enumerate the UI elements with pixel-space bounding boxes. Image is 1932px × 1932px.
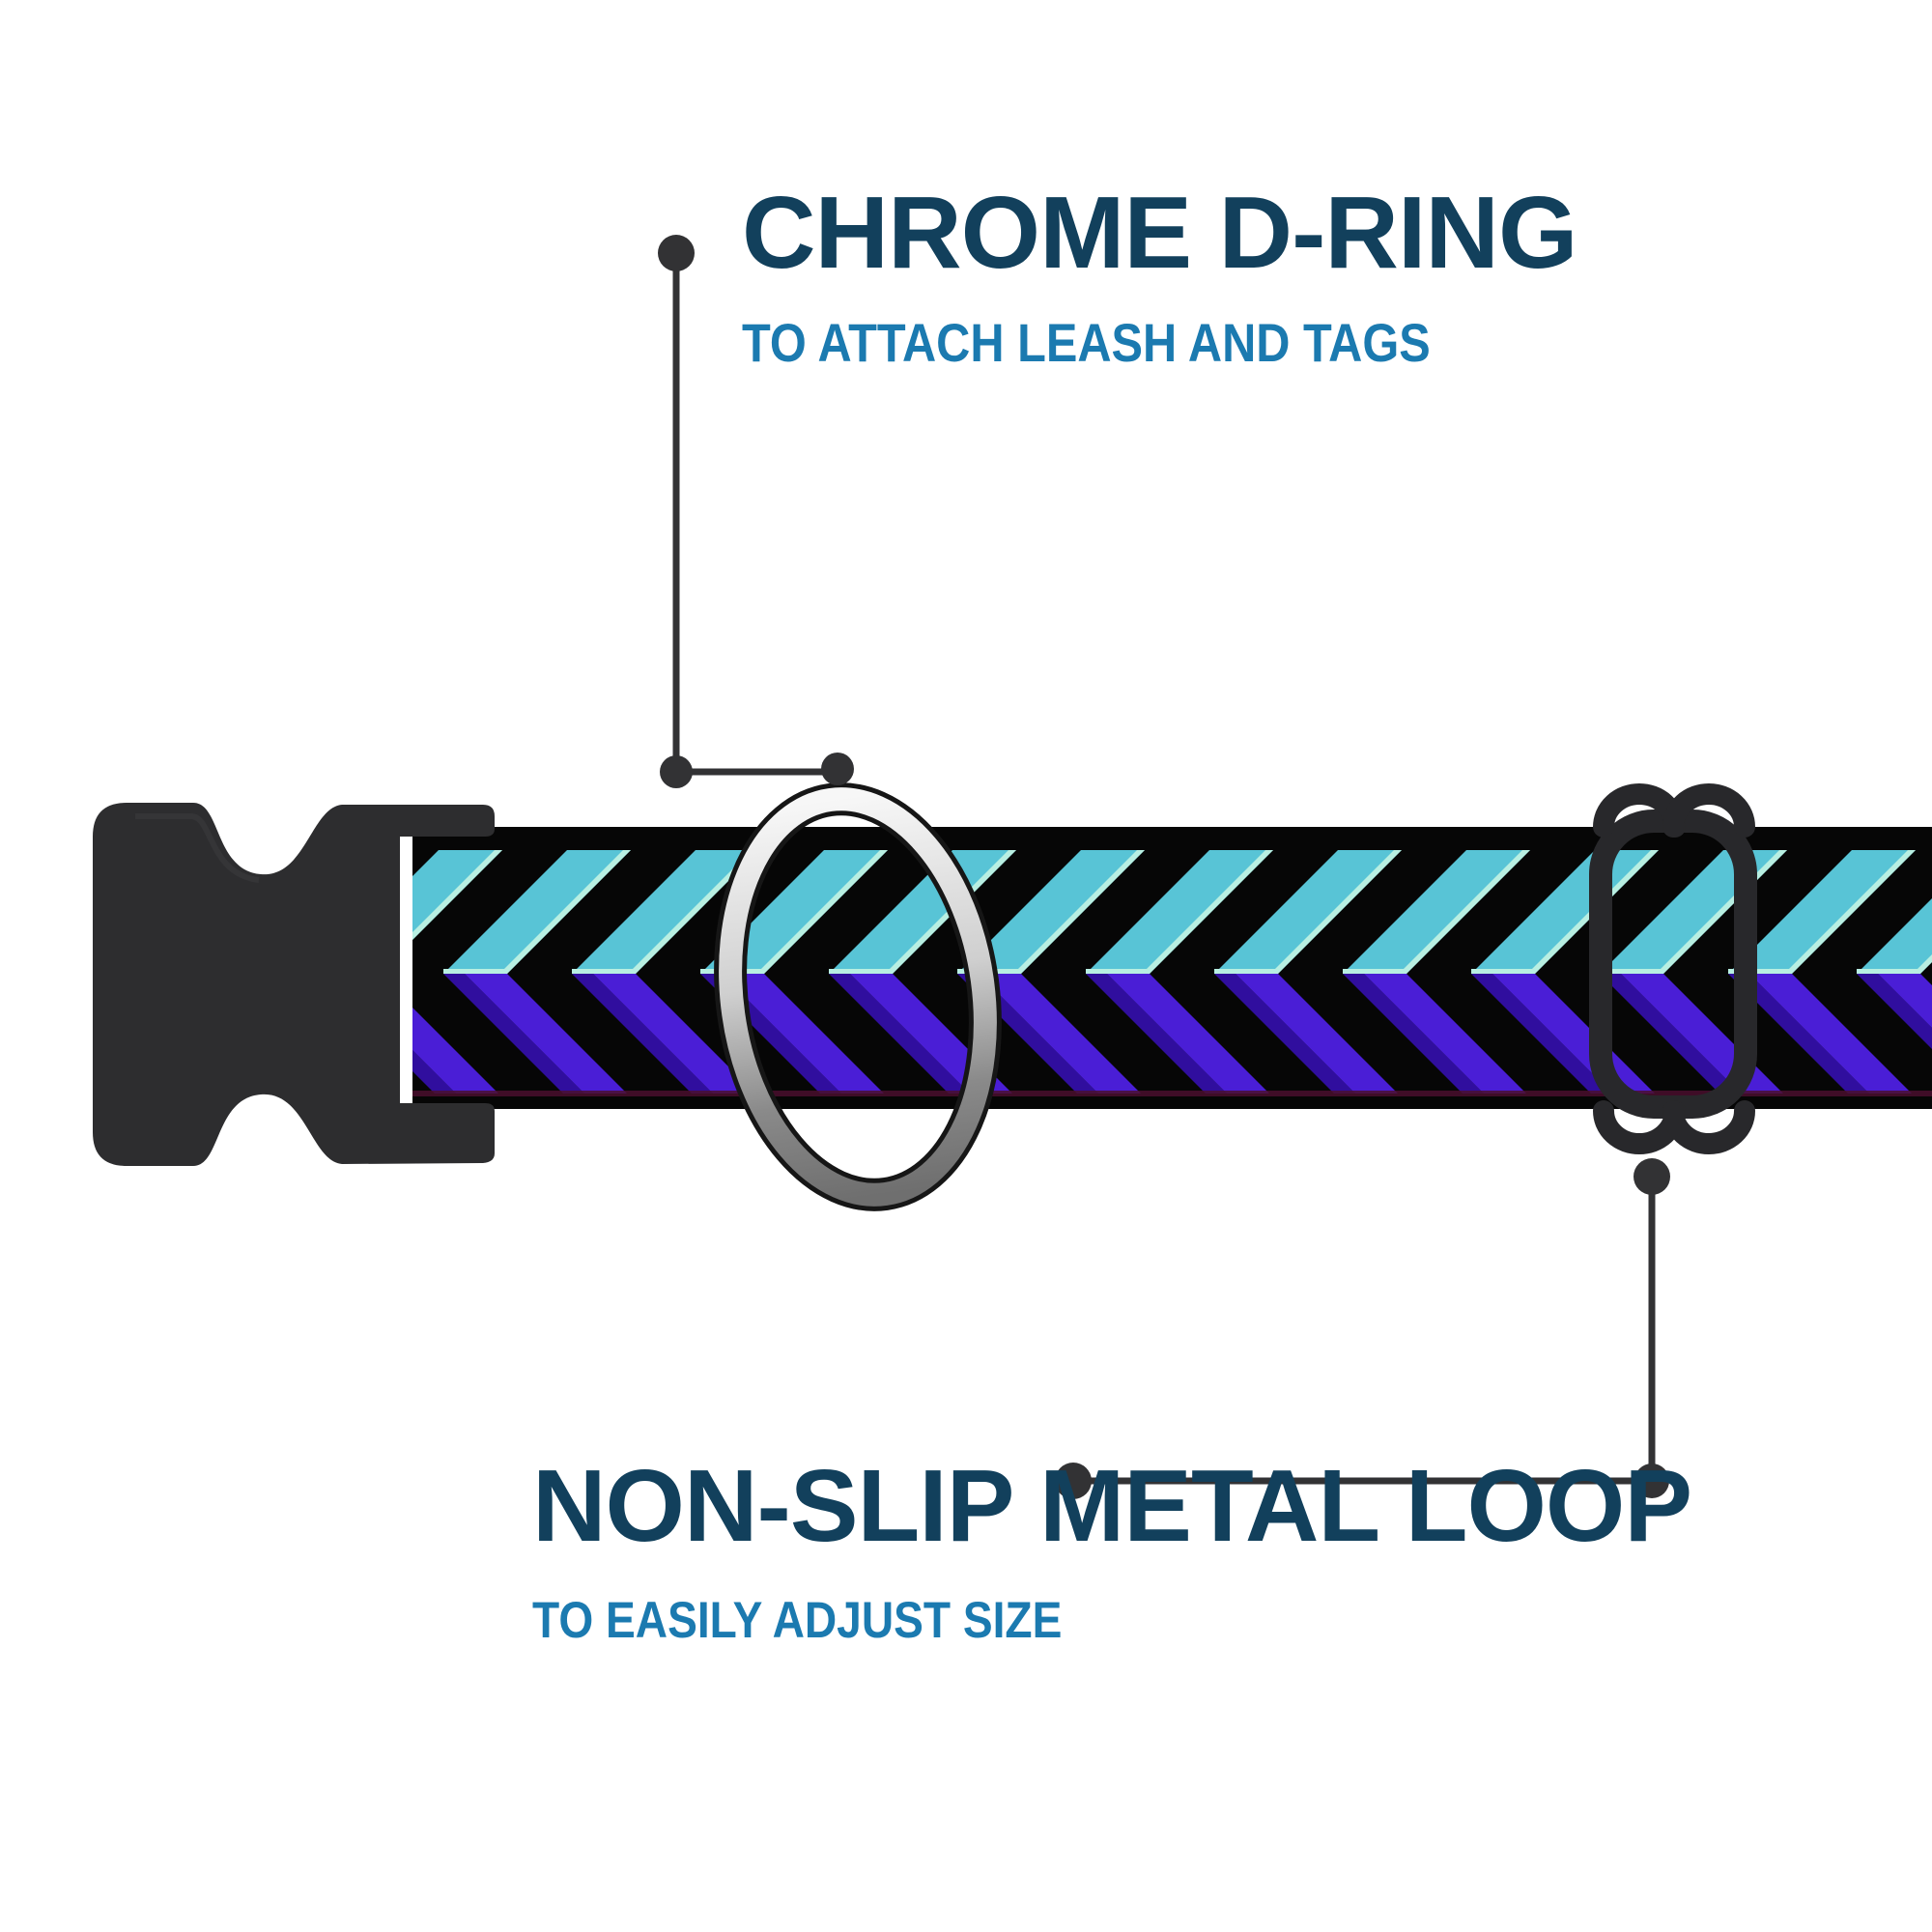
metal-slider-loop xyxy=(1589,783,1757,1154)
top-callout: CHROME D-RING TO ATTACH LEASH AND TAGS xyxy=(742,182,1577,370)
bottom-callout: NON-SLIP METAL LOOP TO EASILY ADJUST SIZ… xyxy=(532,1449,1692,1649)
buckle-highlight xyxy=(135,813,260,883)
top-callout-subtitle: TO ATTACH LEASH AND TAGS xyxy=(742,312,1431,373)
collar-strap xyxy=(412,827,1932,1109)
strap-bottom-accent xyxy=(412,1091,1932,1096)
bottom-callout-subtitle: TO EASILY ADJUST SIZE xyxy=(532,1592,1063,1649)
strap-purple-chevron-band xyxy=(412,974,1932,1094)
chrome-d-ring xyxy=(714,782,1002,1211)
strap-teal-chevron-band xyxy=(412,850,1932,974)
bottom-callout-title: NON-SLIP METAL LOOP xyxy=(532,1449,1692,1563)
side-release-buckle xyxy=(93,803,495,1166)
bottom-callout-connector xyxy=(1055,1158,1670,1499)
top-callout-title: CHROME D-RING xyxy=(742,176,1577,290)
top-callout-connector xyxy=(658,235,854,788)
